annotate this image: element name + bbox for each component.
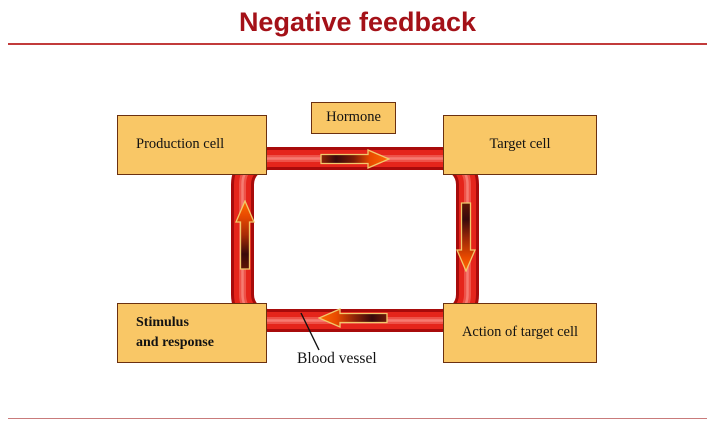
box-action-of-target-cell-label: Action of target cell [461, 324, 579, 341]
blood-vessel-leader-line [300, 312, 320, 351]
box-stimulus-line1: Stimulus [136, 315, 189, 331]
flow-arrow-left-up [235, 200, 255, 270]
box-action-of-target-cell[interactable]: Action of target cell [443, 303, 597, 363]
vessel-tube-mid [234, 150, 476, 329]
box-hormone[interactable]: Hormone [311, 102, 396, 134]
box-target-cell[interactable]: Target cell [443, 115, 597, 175]
page-title: Negative feedback [238, 7, 477, 37]
footer-divider [8, 418, 707, 419]
blood-vessel-loop [231, 147, 479, 332]
flow-arrow-top-right [320, 149, 390, 169]
vessel-tube-highlight [239, 155, 471, 324]
blood-vessel-label: Blood vessel [297, 350, 377, 367]
arrow-shape [235, 200, 255, 270]
arrow-shape [456, 202, 476, 272]
box-production-cell-label: Production cell [136, 136, 225, 153]
box-target-cell-label: Target cell [489, 136, 551, 153]
flow-arrow-right-down [456, 202, 476, 272]
title-divider [8, 43, 707, 45]
box-stimulus-and-response[interactable]: Stimulus and response [117, 303, 267, 363]
box-stimulus-line2: and response [136, 335, 214, 350]
vessel-tube-specular [241, 157, 469, 322]
vessel-tube-base [231, 147, 479, 332]
box-hormone-label: Hormone [326, 109, 381, 126]
leader-line-segment [300, 312, 320, 351]
box-production-cell[interactable]: Production cell [117, 115, 267, 175]
box-stimulus-text: Stimulus and response [136, 313, 214, 353]
arrow-shape [320, 149, 390, 169]
